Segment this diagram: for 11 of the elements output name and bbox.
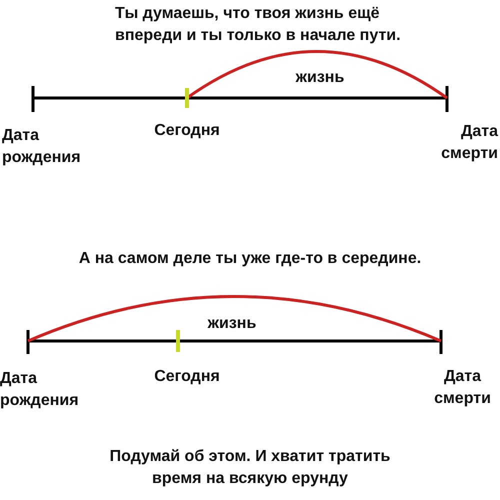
- tick-label: Сегодня: [153, 367, 221, 387]
- tick-label: Дата рождения: [0, 369, 80, 411]
- tick-label: Дата смерти: [433, 367, 492, 409]
- statement-text: Ты думаешь, что твоя жизнь ещё впереди и ты только в начале пути.: [115, 4, 402, 46]
- arc-label: жизнь: [294, 68, 346, 88]
- statement-text: Подумай об этом. И хватит тратить время на всякую ерунду: [108, 447, 392, 489]
- tick-label: Сегодня: [153, 121, 221, 141]
- statement-text: А на самом деле ты уже где-то в середине.: [78, 249, 422, 269]
- tick-label: Дата смерти: [440, 122, 498, 164]
- tick-label: Дата рождения: [2, 126, 82, 168]
- arc-label: жизнь: [206, 314, 258, 334]
